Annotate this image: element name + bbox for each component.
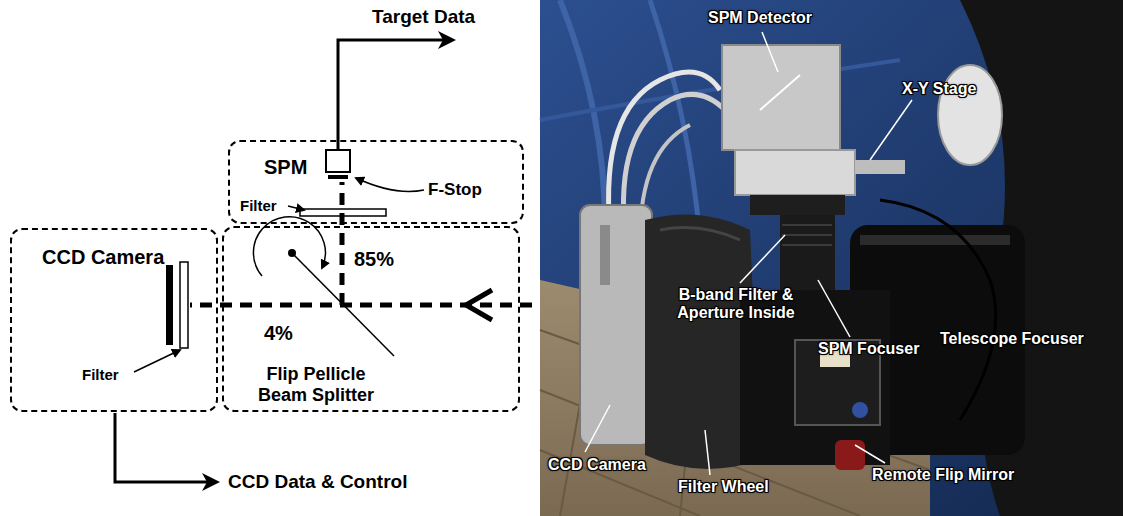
leader-line bbox=[288, 206, 304, 210]
surface-glare bbox=[760, 75, 800, 110]
callout-label: F-Stop bbox=[428, 180, 482, 200]
flip-motor bbox=[835, 440, 865, 470]
pivot-dot bbox=[288, 249, 296, 257]
ccd-camera-body bbox=[580, 205, 652, 445]
camera-vent bbox=[600, 225, 610, 285]
part-label: B-band Filter & Aperture Inside bbox=[672, 286, 800, 323]
callout-label: Filter bbox=[82, 366, 119, 383]
ccd-data-arrow bbox=[115, 413, 216, 482]
ccd-sensor-symbol bbox=[166, 265, 173, 345]
capacitor bbox=[852, 402, 868, 418]
xy-stage bbox=[735, 150, 855, 195]
signal-label: Target Data bbox=[372, 6, 475, 28]
target-data-arrow bbox=[338, 40, 452, 150]
dashed-group-box: CCD CameraFilter bbox=[10, 228, 218, 412]
knurl bbox=[782, 225, 832, 245]
leader-line bbox=[134, 350, 180, 372]
micrometer bbox=[855, 160, 905, 174]
dome-rib bbox=[650, 0, 700, 240]
incoming-light-chevron bbox=[466, 290, 492, 320]
leader-line bbox=[855, 445, 885, 463]
leader-line bbox=[356, 178, 424, 192]
part-label: Remote Flip Mirror bbox=[872, 466, 1014, 484]
leader-line bbox=[585, 405, 610, 452]
f-stop-symbol bbox=[328, 175, 348, 179]
beam-path bbox=[340, 182, 345, 305]
dashed-group-box: SPM F-StopFilter bbox=[228, 140, 524, 224]
spm-detector-symbol bbox=[326, 150, 350, 172]
part-label: SPM Focuser bbox=[818, 340, 919, 358]
callout-label: Flip Pellicle Beam Splitter bbox=[246, 364, 386, 405]
leader-line bbox=[870, 100, 912, 160]
part-label: Filter Wheel bbox=[678, 478, 769, 496]
callout-label: Filter bbox=[240, 197, 277, 214]
part-label: SPM Detector bbox=[708, 9, 812, 27]
spm-detector-box bbox=[722, 45, 840, 150]
box-title: CCD Camera bbox=[42, 246, 164, 269]
xy-stage-base bbox=[750, 195, 845, 215]
dashed-group-box: 85% 4% Flip Pellicle Beam Splitter bbox=[222, 226, 520, 412]
leader-line bbox=[740, 235, 785, 283]
signal-label: CCD Data & Control bbox=[228, 471, 407, 493]
filter-wheel-edge bbox=[660, 228, 740, 240]
box-title: 85% bbox=[354, 248, 394, 271]
callout-label: 4% bbox=[264, 322, 293, 345]
leader-line bbox=[705, 430, 710, 475]
part-label: CCD Camera bbox=[548, 456, 646, 474]
spm-focuser bbox=[780, 215, 835, 290]
instrument-photo bbox=[540, 0, 1123, 516]
cable bbox=[880, 200, 996, 420]
beam-path bbox=[190, 303, 532, 308]
leader-line bbox=[762, 32, 778, 72]
leader-line bbox=[818, 280, 850, 337]
part-label: Telescope Focuser bbox=[940, 330, 1084, 348]
dome-background bbox=[540, 0, 1123, 516]
part-label: X-Y Stage bbox=[902, 80, 976, 98]
box-title: SPM bbox=[264, 156, 307, 179]
focuser-ring bbox=[860, 235, 1010, 245]
filter-symbol bbox=[180, 262, 188, 348]
